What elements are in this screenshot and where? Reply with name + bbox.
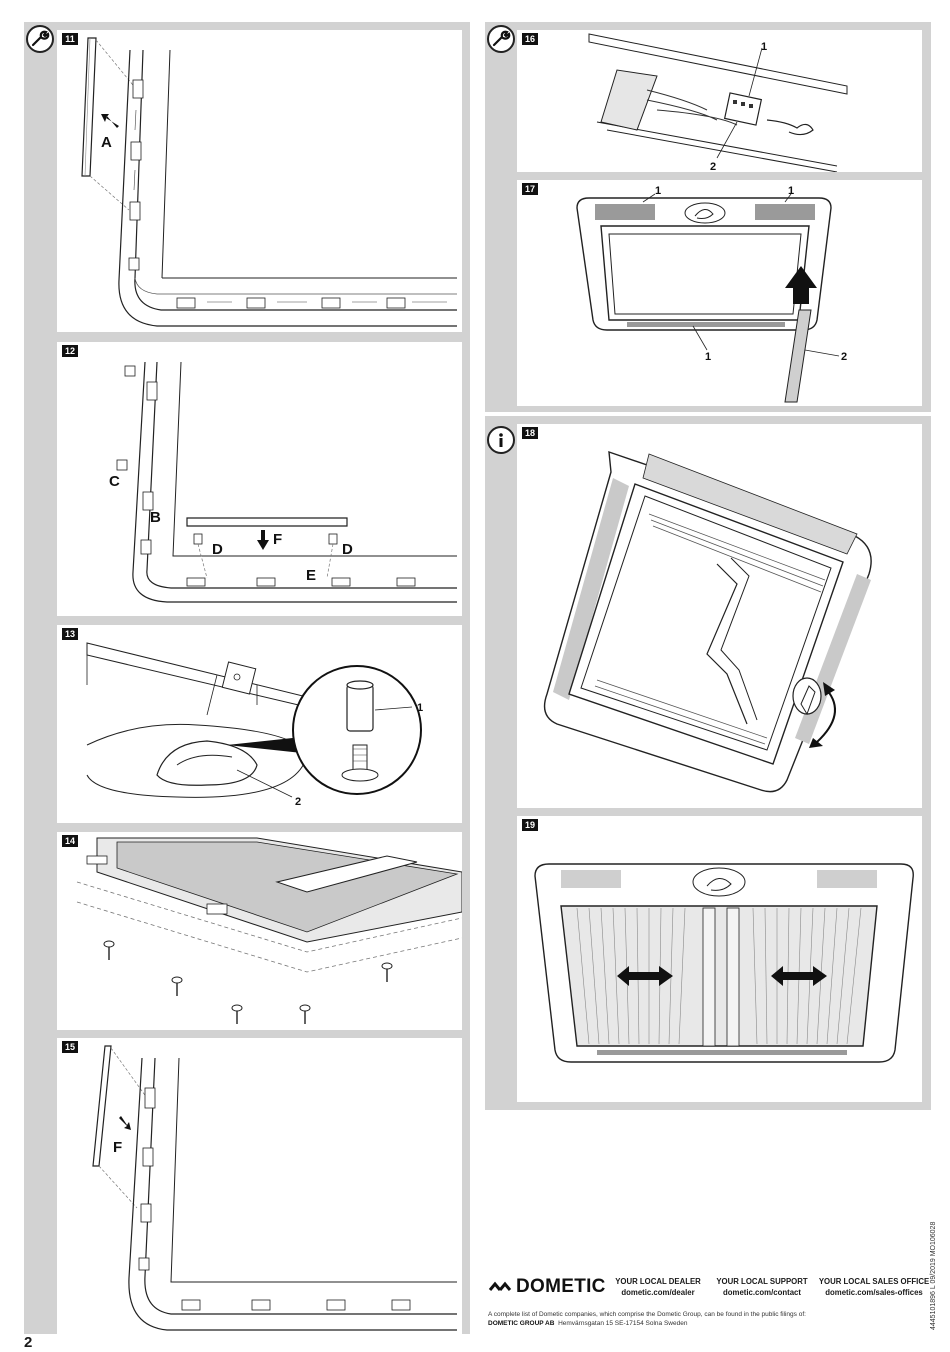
step-number: 13 — [62, 628, 78, 640]
dealer-heading: YOUR LOCAL DEALER — [615, 1277, 701, 1286]
step-number: 19 — [522, 819, 538, 831]
step-15-panel: 15 F — [57, 1038, 462, 1334]
label-a: A — [101, 134, 112, 151]
step-14-illustration — [76, 837, 462, 1024]
dometic-chevron-icon — [488, 1281, 512, 1291]
label-1: 1 — [788, 185, 794, 197]
sales-heading: YOUR LOCAL SALES OFFICE — [818, 1277, 930, 1286]
step-13-illustration: 1 2 — [86, 642, 423, 808]
label-1: 1 — [655, 185, 661, 197]
step-19-illustration — [534, 863, 914, 1063]
logo-text: DOMETIC — [516, 1276, 606, 1297]
step-12-panel: 12 C B F D D E — [57, 342, 462, 616]
step-number: 16 — [522, 33, 538, 45]
step-17-panel: 17 1 1 1 2 — [517, 180, 922, 406]
dealer-contact: YOUR LOCAL DEALER dometic.com/dealer — [612, 1276, 704, 1298]
step-14-panel: 14 — [57, 832, 462, 1030]
support-contact: YOUR LOCAL SUPPORT dometic.com/contact — [712, 1276, 812, 1298]
label-d: D — [212, 541, 223, 558]
step-17-illustration: 1 1 1 2 — [576, 185, 847, 403]
label-2: 2 — [295, 796, 301, 808]
step-number: 14 — [62, 835, 78, 847]
step-18-panel: 18 — [517, 424, 922, 808]
company-address: Hemvärnsgatan 15 SE-17154 Solna Sweden — [558, 1320, 688, 1327]
step-16-illustration: 1 2 — [588, 33, 848, 172]
label-f: F — [113, 1139, 122, 1156]
dometic-logo: DOMETIC — [488, 1276, 606, 1298]
step-19-panel: 19 — [517, 816, 922, 1102]
step-number: 15 — [62, 1041, 78, 1053]
label-c: C — [109, 473, 120, 490]
wrench-icon — [26, 25, 54, 53]
label-1: 1 — [705, 351, 711, 363]
label-1: 1 — [417, 702, 423, 714]
dealer-link[interactable]: dometic.com/dealer — [621, 1288, 695, 1297]
step-number: 17 — [522, 183, 538, 195]
step-18-illustration — [543, 450, 872, 793]
step-11-illustration: A — [81, 37, 457, 327]
label-e: E — [306, 567, 316, 584]
support-heading: YOUR LOCAL SUPPORT — [716, 1277, 808, 1286]
info-icon — [487, 426, 515, 454]
page-number: 2 — [24, 1334, 33, 1351]
document-reference: 4445101896 L 09/2019 MO106028 — [930, 1221, 937, 1330]
step-16-panel: 16 1 2 — [517, 30, 922, 172]
step-15-illustration: F — [92, 1045, 457, 1331]
step-12-illustration: C B F D D E — [109, 361, 457, 603]
step-number: 11 — [62, 33, 78, 45]
label-2: 2 — [841, 351, 847, 363]
step-11-panel: 11 A — [57, 30, 462, 332]
legal-notice: A complete list of Dometic companies, wh… — [488, 1310, 806, 1328]
step-13-panel: 13 1 2 — [57, 625, 462, 823]
sales-contact: YOUR LOCAL SALES OFFICE dometic.com/sale… — [818, 1276, 930, 1298]
legal-line: A complete list of Dometic companies, wh… — [488, 1311, 806, 1318]
label-1: 1 — [761, 41, 767, 53]
sales-link[interactable]: dometic.com/sales-offices — [825, 1288, 923, 1297]
company-name: DOMETIC GROUP AB — [488, 1320, 555, 1327]
label-f: F — [273, 531, 282, 548]
step-number: 18 — [522, 427, 538, 439]
step-number: 12 — [62, 345, 78, 357]
label-b: B — [150, 509, 161, 526]
label-d: D — [342, 541, 353, 558]
wrench-icon — [487, 25, 515, 53]
label-2: 2 — [710, 161, 716, 172]
support-link[interactable]: dometic.com/contact — [723, 1288, 801, 1297]
